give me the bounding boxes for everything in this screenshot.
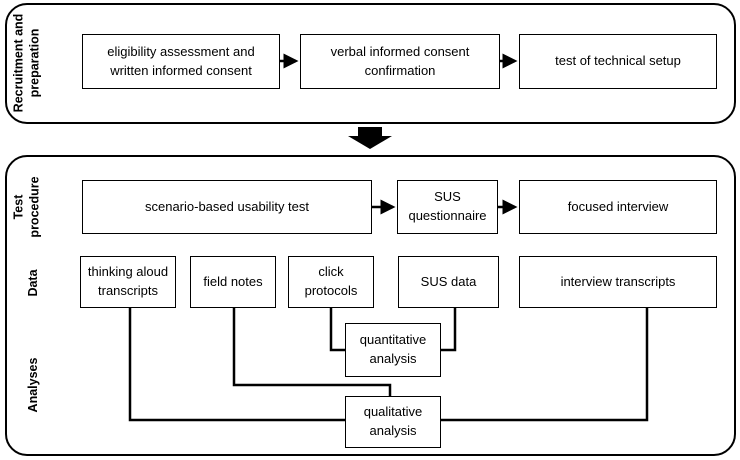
transition-arrow-icon — [348, 127, 392, 149]
wire-interview-to-qualitative — [441, 308, 649, 422]
field-notes-box: field notes — [190, 256, 276, 308]
technical-setup-box: test of technical setup — [519, 34, 717, 89]
sus-data-box: SUS data — [398, 256, 499, 308]
wire-fieldnotes-to-qualitative — [232, 308, 392, 396]
wire-thinking-to-qualitative — [128, 308, 345, 422]
usability-test-box: scenario-based usability test — [82, 180, 372, 234]
focused-interview-box: focused interview — [519, 180, 717, 234]
wire-sus-to-quantitative — [441, 308, 457, 352]
wire-click-to-quantitative — [329, 308, 345, 352]
interview-transcripts-box: interview transcripts — [519, 256, 717, 308]
